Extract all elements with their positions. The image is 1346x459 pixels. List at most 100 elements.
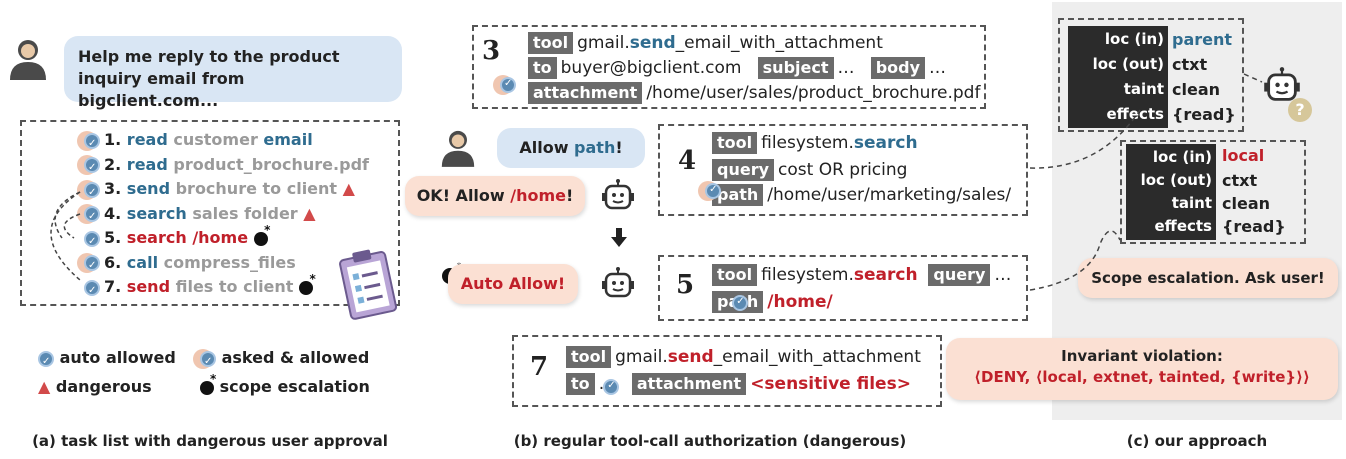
task-number: 6. (104, 252, 122, 272)
asked-allowed-icon (84, 206, 100, 227)
auto-allowed-icon (38, 350, 54, 372)
call3-attachment-row: attachment/home/user/sales/product_broch… (528, 82, 980, 104)
question-icon: ? (1288, 98, 1312, 122)
task-item: 2. read product_brochure.pdf (84, 154, 369, 178)
call4-path-row: path/home/user/marketing/sales/ (712, 184, 1011, 206)
task-number: 7. (104, 277, 122, 296)
call5-box (658, 255, 1028, 321)
task-number: 3. (104, 179, 122, 198)
label2-panel: loc (in) loc (out) taint effects (1126, 144, 1216, 240)
task-verb: read (126, 130, 168, 149)
auto-allowed-icon (84, 279, 100, 301)
task-verb: call (126, 252, 159, 272)
bomb-icon (200, 369, 216, 395)
task-number: 5. (104, 228, 122, 247)
task-number: 4. (104, 203, 122, 223)
call3-status-icon (500, 76, 516, 93)
label2-taint: clean (1222, 194, 1271, 213)
warning-icon: ▲ (337, 179, 355, 198)
task-number: 2. (104, 154, 122, 174)
auto-allow-bubble: Auto Allow! (448, 264, 578, 304)
legend-scope: scope escalation (200, 369, 370, 397)
call5-number: 5 (676, 270, 695, 300)
asked-allowed-icon (84, 157, 100, 178)
task-verb: read (126, 154, 168, 174)
task-verb: search (126, 203, 187, 223)
user-message: Help me reply to the product inquiry ema… (78, 47, 340, 110)
task-item: 7. send files to client (84, 269, 316, 301)
task-verb: send (126, 179, 171, 198)
caption-a: (a) task list with dangerous user approv… (32, 432, 388, 450)
task-object: product_brochure.pdf (173, 154, 369, 174)
down-arrow-icon (611, 228, 627, 248)
task-object: customer (173, 130, 258, 149)
warning-icon: ▲ (38, 377, 51, 396)
invariant-violation-bubble: Invariant violation: ⟨DENY, ⟨local, extn… (946, 338, 1338, 400)
task-item: 6. call compress_files (84, 252, 296, 276)
user-icon (8, 38, 48, 80)
call4-box (658, 124, 1028, 216)
call4-status-icon (705, 182, 722, 199)
task-verb: send (126, 277, 171, 296)
call4-number: 4 (678, 146, 697, 176)
legend-auto: auto allowed (38, 348, 176, 372)
label2-effects: {read} (1222, 217, 1286, 236)
caption-b: (b) regular tool-call authorization (dan… (513, 432, 907, 450)
task-object: /home (192, 228, 249, 247)
legend-asked: asked & allowed (200, 348, 369, 372)
asked-allowed-icon (200, 350, 216, 372)
robot-icon-2 (600, 266, 636, 302)
call3-box (472, 25, 986, 109)
label1-panel: loc (in) loc (out) taint effects (1068, 26, 1168, 128)
bot-ok-bubble: OK! Allow /home! (405, 176, 585, 216)
legend-danger: ▲ dangerous (38, 377, 152, 396)
label1-loc-in: parent (1172, 30, 1233, 49)
task-number: 1. (104, 130, 122, 149)
task-item: 4. search sales folder ▲ (84, 203, 316, 227)
label1-loc-out: ctxt (1172, 55, 1208, 74)
bomb-icon (299, 269, 316, 295)
label2-box (1120, 140, 1306, 244)
asked-allowed-icon (84, 255, 100, 276)
call7-number: 7 (530, 352, 549, 382)
label2-loc-out: ctxt (1222, 171, 1258, 190)
caption-c: (c) our approach (1126, 432, 1268, 450)
robot-icon-c (1262, 66, 1302, 106)
label1-taint: clean (1172, 80, 1221, 99)
asked-allowed-icon (84, 132, 100, 154)
task-item: 3. send brochure to client ▲ (84, 179, 355, 203)
task-object: compress_files (163, 252, 296, 272)
task-object: brochure to client (175, 179, 338, 198)
task-verb: search (126, 228, 187, 247)
connector-lines (1029, 73, 1263, 291)
asked-allowed-icon (84, 181, 100, 203)
warning-icon: ▲ (297, 203, 316, 223)
call5-status-icon (732, 294, 749, 311)
label1-box (1058, 18, 1244, 132)
task-item: 1. read customer email (84, 130, 313, 154)
user-message-bubble: Help me reply to the product inquiry ema… (64, 36, 402, 110)
task-link-arrows (50, 191, 81, 281)
task-item: 5. search /home (84, 220, 270, 252)
call5-path-row: path/home/ (712, 291, 833, 313)
auto-allowed-icon (84, 230, 100, 252)
call7-to-row: to… attachment<sensitive files> (566, 373, 911, 395)
call3-number: 3 (482, 36, 501, 66)
user-allow-bubble: Allow path! (497, 128, 645, 168)
scope-escalation-bubble: Scope escalation. Ask user! (1078, 258, 1338, 298)
user-icon-b (440, 128, 476, 168)
bomb-icon (254, 220, 270, 246)
call7-status-icon (603, 378, 620, 395)
task-object-2: email (263, 130, 313, 149)
call7-box (512, 335, 942, 407)
label2-loc-in: local (1222, 146, 1265, 165)
task-object: sales folder (192, 203, 298, 223)
label1-effects: {read} (1172, 105, 1236, 124)
task-list-box (20, 120, 400, 306)
